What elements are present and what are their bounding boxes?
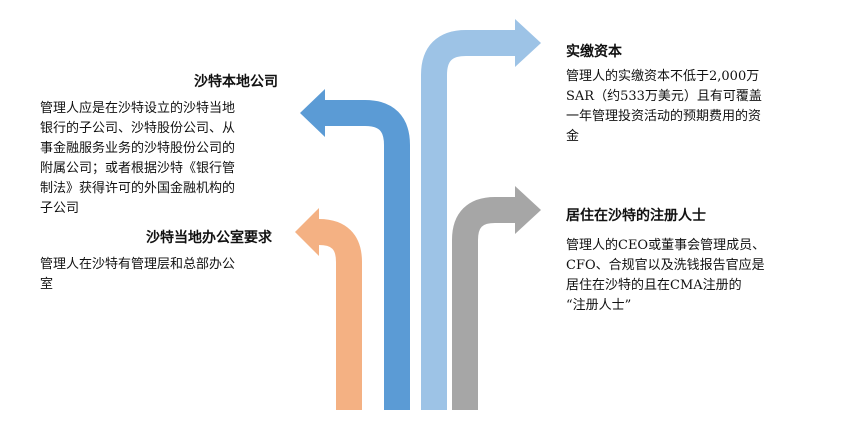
text-registered-persons: 管理人的CEO或董事会管理成员、 CFO、合规官以及洗钱报告官应是 居住在沙特的… — [566, 236, 826, 316]
text-line: SAR（约533万美元）且有可覆盖 — [566, 89, 762, 104]
arrow-blue-head — [300, 89, 325, 137]
arrow-blue — [300, 89, 410, 410]
title-local-office-requirement: 沙特当地办公室要求 — [146, 230, 272, 246]
arrow-orange-head — [295, 208, 319, 256]
text-line: 银行的子公司、沙特股份公司、从 — [40, 121, 236, 136]
text-line: 一年管理投资活动的预期费用的资 — [566, 109, 762, 124]
text-line: 室 — [40, 277, 54, 292]
text-line: 管理人的实缴资本不低于2,000万 — [566, 69, 760, 84]
arrow-orange-shaft — [318, 219, 362, 410]
text-line: “注册人士” — [566, 298, 632, 313]
arrow-gray-head — [515, 186, 541, 234]
arrow-gray — [452, 186, 541, 410]
text-line: 子公司 — [40, 201, 80, 216]
text-line: 金 — [566, 129, 580, 144]
arrow-gray-shaft — [452, 197, 515, 410]
title-saudi-local-company: 沙特本地公司 — [194, 74, 278, 90]
text-local-office-requirement: 管理人在沙特有管理层和总部办公 室 — [40, 255, 300, 295]
arrow-light-blue-shaft — [421, 30, 515, 410]
arrow-light-blue-head — [515, 19, 541, 67]
text-line: 附属公司；或者根据沙特《银行管 — [40, 161, 236, 176]
text-line: 管理人应是在沙特设立的沙特当地 — [40, 101, 236, 116]
text-line: CFO、合规官以及洗钱报告官应是 — [566, 258, 765, 273]
title-paid-in-capital: 实缴资本 — [566, 44, 622, 60]
text-line: 事金融服务业务的沙特股份公司的 — [40, 141, 236, 156]
text-line: 管理人在沙特有管理层和总部办公 — [40, 257, 236, 272]
text-line: 制法》获得许可的外国金融机构的 — [40, 181, 236, 196]
text-paid-in-capital: 管理人的实缴资本不低于2,000万 SAR（约533万美元）且有可覆盖 一年管理… — [566, 67, 816, 147]
text-saudi-local-company: 管理人应是在沙特设立的沙特当地 银行的子公司、沙特股份公司、从 事金融服务业务的… — [40, 99, 300, 219]
title-registered-persons: 居住在沙特的注册人士 — [566, 208, 706, 224]
text-line: 管理人的CEO或董事会管理成员、 — [566, 238, 766, 253]
arrow-orange — [295, 208, 362, 410]
arrow-light-blue — [421, 19, 541, 410]
text-line: 居住在沙特的且在CMA注册的 — [566, 278, 742, 293]
arrow-blue-shaft — [325, 100, 410, 410]
